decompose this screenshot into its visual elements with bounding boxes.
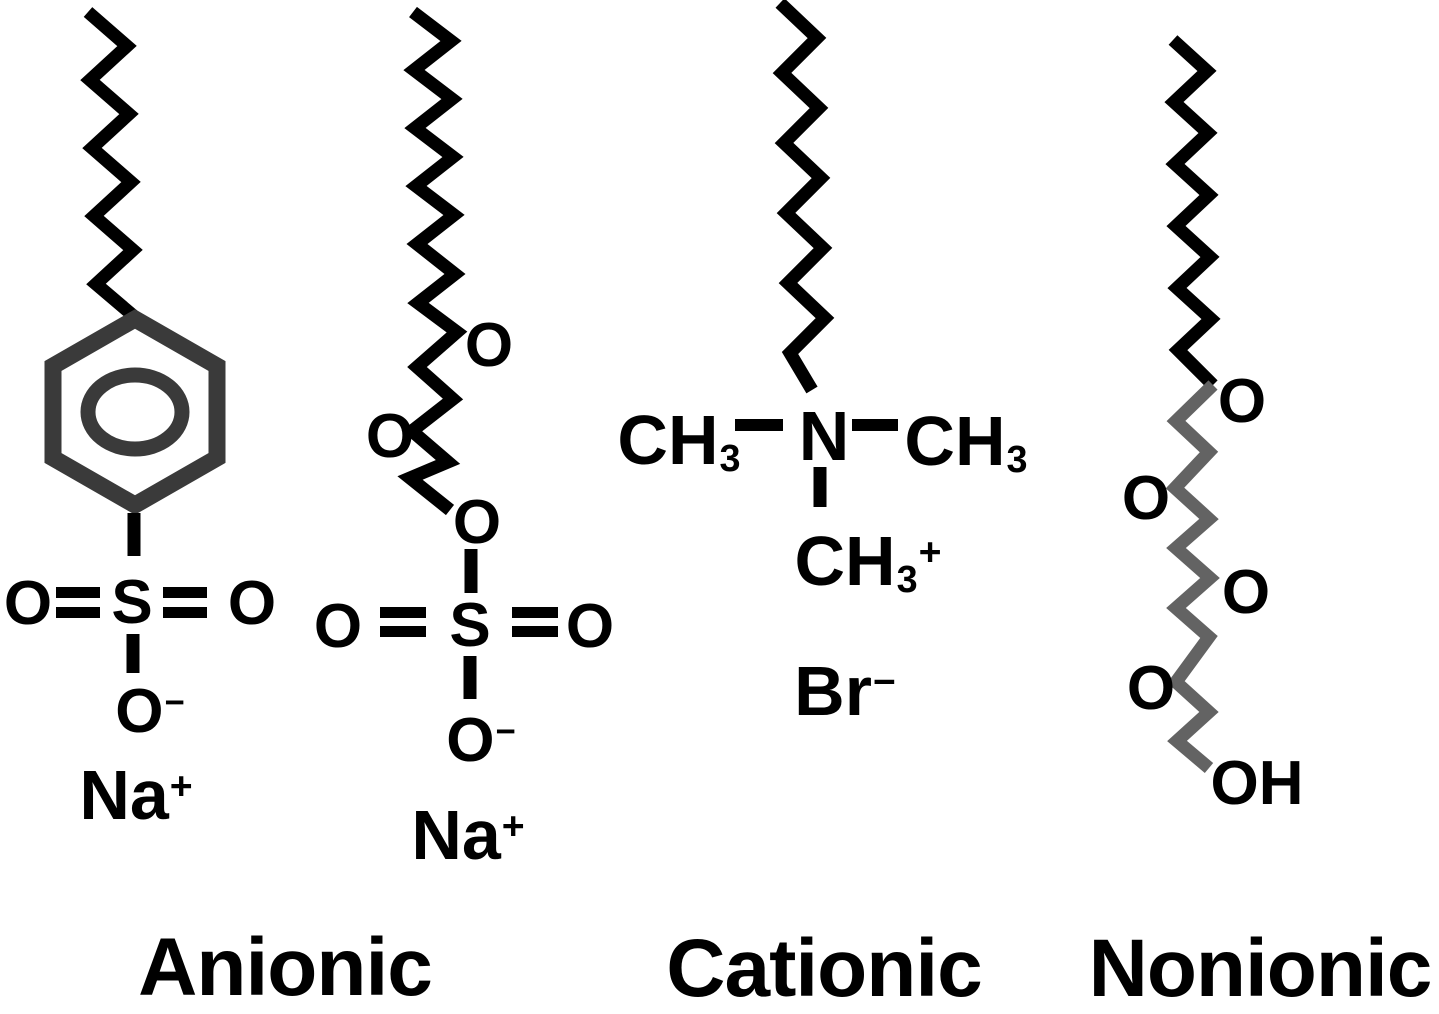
double-bond-right-1 bbox=[163, 587, 207, 618]
atom-methyl: CH3 bbox=[904, 402, 1028, 481]
double-bond-left-1 bbox=[56, 587, 100, 618]
caption-nonionic: Nonionic bbox=[1088, 923, 1433, 1014]
atom-nitrogen: N bbox=[798, 397, 850, 475]
atom-oxygen: O bbox=[313, 592, 363, 661]
atom-ester-oxygen: O bbox=[452, 488, 502, 557]
caption-cationic: Cationic bbox=[666, 923, 982, 1014]
double-bond-left-2 bbox=[380, 607, 426, 637]
caption-anionic: Anionic bbox=[138, 922, 433, 1013]
atom-ether-oxygen: O bbox=[1126, 654, 1176, 723]
atom-methyl-positive: CH3+ bbox=[794, 522, 942, 601]
alkyl-tail-4 bbox=[1164, 35, 1221, 390]
atom-oxygen: O bbox=[565, 592, 615, 661]
aromatic-circle bbox=[80, 367, 190, 457]
atom-sulfur: S bbox=[111, 568, 153, 637]
atom-oxygen-negative: O− bbox=[115, 677, 185, 746]
ethoxylate-chain bbox=[1165, 380, 1220, 773]
alkyl-tail-1 bbox=[80, 7, 143, 323]
atom-ether-oxygen: O bbox=[1221, 558, 1271, 627]
counterion-sodium: Na+ bbox=[411, 796, 525, 874]
atom-ether-oxygen: O bbox=[1121, 464, 1171, 533]
atom-ether-oxygen: O bbox=[464, 311, 514, 380]
atom-ether-oxygen: O bbox=[365, 402, 415, 471]
benzene-ring bbox=[44, 309, 226, 515]
atom-oxygen: O bbox=[227, 569, 277, 638]
alkyl-tail-2 bbox=[397, 6, 468, 516]
bond-n-methyl-right bbox=[852, 419, 898, 431]
atom-ether-oxygen: O bbox=[1217, 367, 1267, 436]
counterion-bromide: Br− bbox=[794, 652, 896, 730]
atom-oxygen-negative: O− bbox=[446, 706, 516, 775]
double-bond-right-2 bbox=[512, 607, 558, 637]
atom-hydroxyl: OH bbox=[1210, 749, 1304, 818]
alkyl-tail-3 bbox=[772, 0, 835, 394]
atom-oxygen: O bbox=[3, 569, 53, 638]
counterion-sodium: Na+ bbox=[79, 756, 193, 834]
atom-methyl: CH3 bbox=[617, 401, 741, 480]
atom-sulfur: S bbox=[449, 591, 491, 660]
bond-methyl-left-n bbox=[735, 419, 783, 431]
